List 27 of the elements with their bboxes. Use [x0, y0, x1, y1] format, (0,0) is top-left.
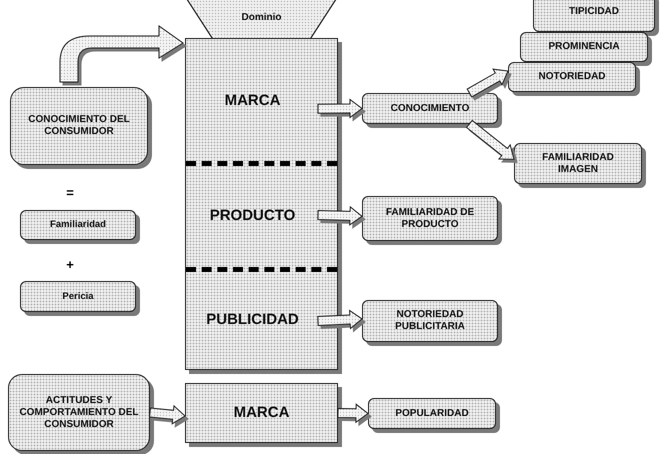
node-label: PRODUCTO [210, 207, 296, 225]
node-label: MARCA [224, 92, 280, 110]
block-arrow [318, 98, 363, 118]
node-label: NOTORIEDAD PUBLICITARIA [394, 309, 466, 333]
node-label: FAMILIARIDAD DE PRODUCTO [384, 206, 476, 230]
node-label: ACTITUDES Y COMPORTAMIENTO DEL CONSUMIDOR [18, 394, 140, 430]
block-arrow [337, 403, 369, 424]
block-arrow [466, 120, 515, 160]
block-arrow [466, 68, 509, 98]
block-arrow [317, 310, 363, 330]
operator-sign: + [66, 257, 74, 272]
node-label: Dominio [242, 12, 282, 24]
node-label: CONOCIMIENTO DEL CONSUMIDOR [27, 114, 131, 138]
block-arrow [317, 206, 363, 226]
block-arrow [60, 26, 184, 82]
node-label: POPULARIDAD [395, 408, 469, 420]
node-label: MARCA [234, 404, 290, 422]
node-label: FAMILIARIDAD IMAGEN [541, 152, 615, 176]
block-arrow [149, 404, 186, 425]
node-label: NOTORIEDAD [538, 71, 606, 83]
node-label: PROMINENCIA [548, 41, 620, 53]
node-label: Pericia [62, 290, 94, 302]
node-label: TIPICIDAD [569, 6, 619, 18]
operator-sign: = [66, 185, 74, 200]
node-label: PUBLICIDAD [206, 311, 299, 329]
node-label: Familiaridad [50, 219, 106, 231]
node-label: CONOCIMIENTO [390, 102, 470, 114]
